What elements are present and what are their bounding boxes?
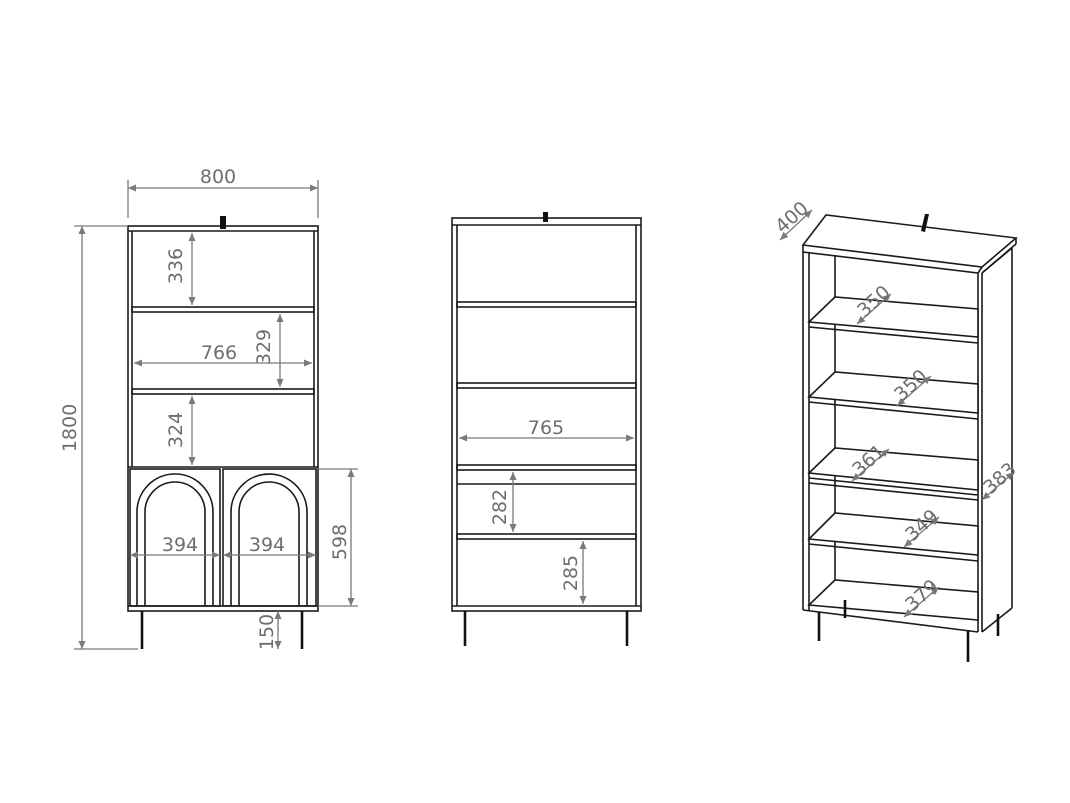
dim-rear-lower: 285: [560, 555, 582, 591]
dim-door-height: 598: [329, 524, 351, 560]
dim-inner-width-rear: 765: [528, 417, 564, 439]
shelf: [456, 382, 637, 389]
shelf: [456, 464, 637, 471]
dim-leg-height: 150: [256, 614, 278, 650]
dim-rear-upper: 282: [489, 489, 511, 525]
door-arch-left: [136, 473, 214, 606]
perspective-view: 400 350 350 361 383 349 379: [771, 197, 1021, 662]
dim-depth: 400: [771, 197, 813, 238]
shelf: [456, 301, 637, 308]
dim-top-compartment: 336: [165, 248, 187, 284]
dim-middle-compartment: 329: [253, 329, 275, 365]
shelf: [131, 388, 315, 395]
door-arch-right: [230, 473, 308, 606]
shelf: [131, 306, 315, 313]
rear-view: 765 282 285: [451, 212, 642, 646]
dim-front-width: 800: [200, 166, 236, 188]
front-view: 800 1800 336 329 766 324 394 394 598 150: [59, 166, 358, 650]
dim-door-right: 394: [249, 534, 285, 556]
shelf: [807, 296, 979, 338]
dim-door-left: 394: [162, 534, 198, 556]
shelf: [807, 371, 979, 414]
shelf: [456, 533, 637, 540]
wall-bracket-icon: [921, 214, 929, 232]
dim-inner-width-front: 766: [201, 342, 237, 364]
cabinet-outline: [451, 217, 642, 612]
dim-lower-compartment: 324: [165, 412, 187, 448]
dim-total-height: 1800: [59, 404, 81, 452]
wall-bracket-icon: [220, 216, 226, 229]
dim-side-depth: 383: [979, 458, 1021, 499]
wall-bracket-icon: [543, 212, 548, 222]
shelf: [807, 447, 979, 491]
